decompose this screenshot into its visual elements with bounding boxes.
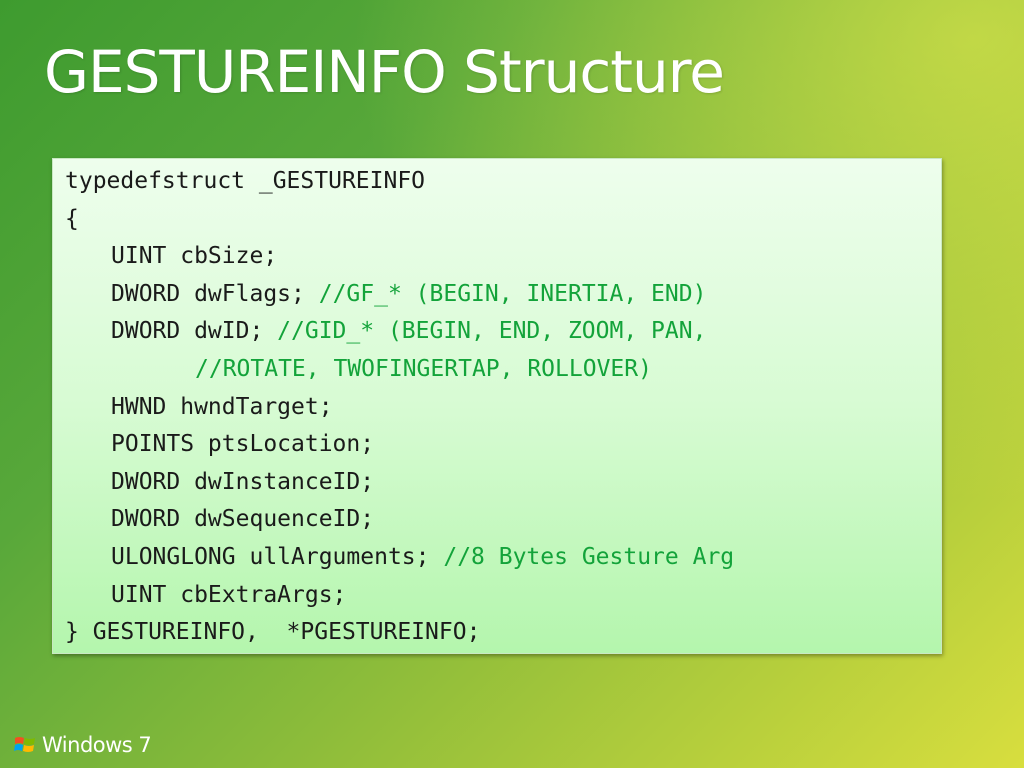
- code-line: POINTS ptsLocation;: [65, 426, 941, 464]
- code-comment: //8 Bytes Gesture Arg: [443, 543, 735, 570]
- code-text: } GESTUREINFO, *PGESTUREINFO;: [65, 619, 481, 646]
- code-line: UINT cbSize;: [65, 238, 941, 276]
- code-text: ULONGLONG ullArguments;: [111, 543, 444, 570]
- code-text: UINT cbSize;: [111, 243, 278, 270]
- code-text: DWORD dwInstanceID;: [111, 468, 375, 495]
- code-line: {: [65, 201, 941, 239]
- code-text: DWORD dwSequenceID;: [111, 506, 375, 533]
- code-line: DWORD dwID; //GID_* (BEGIN, END, ZOOM, P…: [65, 313, 941, 351]
- code-text: typedefstruct _GESTUREINFO: [65, 168, 426, 194]
- code-block: typedefstruct _GESTUREINFO { UINT cbSize…: [52, 158, 942, 654]
- windows-7-logo: Windows 7: [14, 733, 152, 757]
- code-comment: //ROTATE, TWOFINGERTAP, ROLLOVER): [195, 355, 652, 382]
- code-line: DWORD dwFlags; //GF_* (BEGIN, INERTIA, E…: [65, 276, 941, 314]
- code-line: DWORD dwSequenceID;: [65, 501, 941, 539]
- code-line: //ROTATE, TWOFINGERTAP, ROLLOVER): [65, 351, 941, 389]
- code-line: UINT cbExtraArgs;: [65, 577, 941, 615]
- code-line: typedefstruct _GESTUREINFO: [65, 163, 941, 201]
- code-text: DWORD dwFlags;: [111, 280, 319, 307]
- slide-title: GESTUREINFO Structure: [44, 38, 725, 106]
- code-text: {: [65, 205, 79, 232]
- code-comment: //GID_* (BEGIN, END, ZOOM, PAN,: [277, 318, 707, 345]
- windows-flag-icon: [14, 737, 35, 752]
- code-text: DWORD dwID;: [111, 318, 278, 345]
- code-line: } GESTUREINFO, *PGESTUREINFO;: [65, 614, 941, 652]
- code-line: DWORD dwInstanceID;: [65, 464, 941, 502]
- code-text: UINT cbExtraArgs;: [111, 581, 347, 608]
- code-line: HWND hwndTarget;: [65, 389, 941, 427]
- code-comment: //GF_* (BEGIN, INERTIA, END): [318, 280, 707, 307]
- logo-text: Windows 7: [42, 733, 152, 757]
- code-text: HWND hwndTarget;: [111, 393, 333, 420]
- code-text: POINTS ptsLocation;: [111, 431, 375, 458]
- code-line: ULONGLONG ullArguments; //8 Bytes Gestur…: [65, 539, 941, 577]
